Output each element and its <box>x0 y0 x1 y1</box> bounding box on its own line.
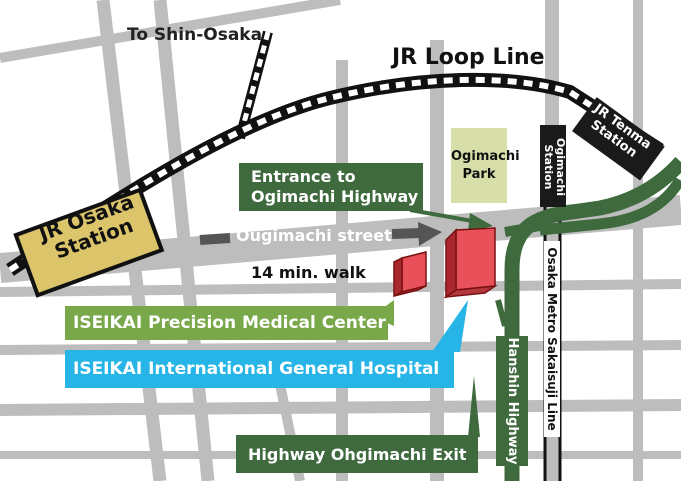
ogimachi-park-area <box>451 128 507 203</box>
exit-callout-pointer <box>468 376 480 437</box>
hospital-callout-pointer <box>432 300 468 352</box>
label-highway-ohgimachi-exit: Highway Ohgimachi Exit <box>236 435 478 473</box>
entrance-line-2: Ogimachi Highway <box>251 187 419 206</box>
label-osaka-metro-sakaisuji-line: Osaka Metro Sakaisuji Line <box>544 241 560 437</box>
entrance-line-1: Entrance to <box>251 167 356 186</box>
jr-tenma-station-shape <box>572 97 665 181</box>
building-precision-medical-center <box>393 251 427 298</box>
label-ogimachi-park: Ogimachi Park <box>451 148 520 184</box>
label-international-general-hospital: ISEIKAI International General Hospital <box>65 350 454 388</box>
ogimachi-park-line-1: Ogimachi <box>451 149 520 164</box>
label-precision-medical-center: ISEIKAI Precision Medical Center <box>65 306 388 340</box>
label-to-shin-osaka: To Shin-Osaka <box>127 25 263 45</box>
ogimachi-station-shape <box>540 125 566 207</box>
label-walk-time: 14 min. walk <box>251 263 366 282</box>
label-ougimachi-street: Ougimachi street <box>236 226 392 245</box>
label-ogimachi-station: Ogimachi Station <box>540 126 567 208</box>
hanshin-highway <box>495 156 681 481</box>
entrance-pointer <box>409 208 493 232</box>
label-entrance-ogimachi-highway: Entrance to Ogimachi Highway <box>239 163 423 211</box>
ogimachi-station-line-2: Station <box>542 144 555 190</box>
ogimachi-park-line-2: Park <box>462 167 496 182</box>
label-hanshin-highway: Hanshin Highway <box>496 336 528 466</box>
jr-osaka-station-shape <box>13 187 165 298</box>
road-northwest <box>0 0 341 63</box>
ogimachi-station-line-1: Ogimachi <box>554 137 567 196</box>
hanshin-highway-text: Hanshin Highway <box>505 337 520 465</box>
ougimachi-street-arrow <box>199 222 442 246</box>
building-international-general-hospital <box>443 227 498 299</box>
railway-shin-osaka <box>235 30 273 140</box>
label-jr-loop-line: JR Loop Line <box>392 45 545 70</box>
